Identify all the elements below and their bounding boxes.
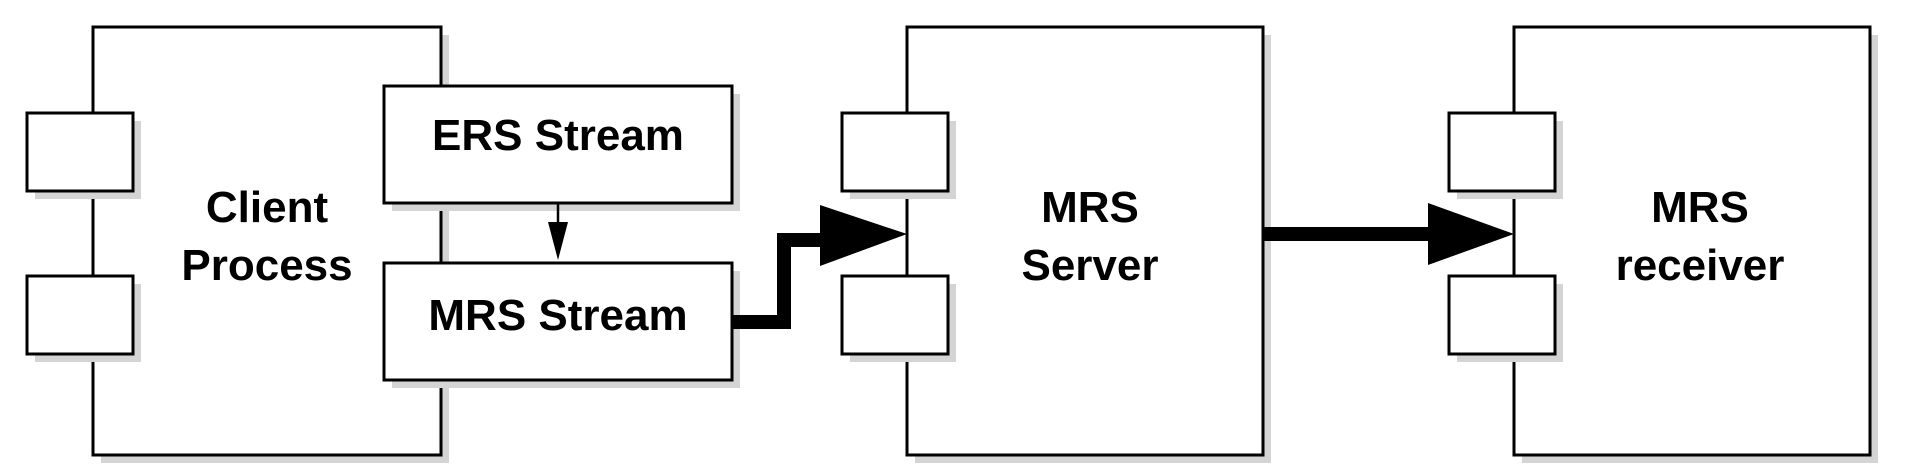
ers-to-mrs-arrow [548,203,568,260]
mrs-receiver-label-line2: receiver [1616,241,1785,290]
client-port-top [25,111,135,193]
mrs-server-component: MRS Server [840,25,1271,463]
mrs-stream-label: MRS Stream [428,291,687,340]
server-to-receiver-arrow [1263,203,1514,265]
mrs-server-label-line2: Server [1021,241,1158,290]
server-port-bottom [840,274,950,356]
ers-stream-box: ERS Stream [382,84,740,211]
client-process-label-line2: Process [181,241,352,290]
server-port-top [840,111,950,193]
mrs-receiver-component: MRS receiver [1447,25,1878,463]
receiver-port-top [1447,111,1557,193]
receiver-port-bottom [1447,274,1557,356]
mrs-receiver-label-line1: MRS [1651,183,1749,232]
client-port-bottom [25,274,135,356]
stream-to-server-arrow [732,205,907,329]
mrs-server-label-line1: MRS [1041,183,1139,232]
ers-stream-label: ERS Stream [432,111,684,160]
mrs-stream-box: MRS Stream [382,261,740,388]
client-process-label-line1: Client [206,183,329,232]
